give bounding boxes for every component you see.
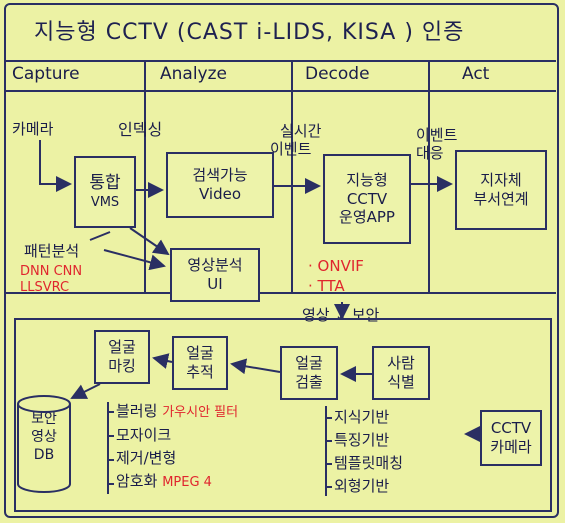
face-masking-line2: 마킹: [108, 357, 136, 375]
face-tracking-box: 얼굴 추적: [172, 336, 228, 390]
event-response-line2: 대응: [416, 144, 444, 162]
intelligent-app-line1: 지능형: [346, 170, 388, 189]
video-analysis-ui-line1: 영상분석: [187, 256, 243, 275]
realtime-event-line2: 이벤트: [270, 140, 312, 158]
intelligent-app-line3: 운영APP: [339, 208, 395, 227]
stage-decode: Decode: [305, 64, 370, 84]
person-identification-box: 사람 식별: [372, 346, 430, 400]
outer-frame: [4, 3, 559, 518]
cctv-camera-line2: 카메라: [490, 438, 532, 456]
local-gov-line1: 지자체: [480, 171, 522, 190]
face-detection-box: 얼굴 검출: [280, 346, 338, 400]
integrated-vms-box: 통합 VMS: [74, 156, 136, 228]
secure-db-line1: 보안: [31, 411, 57, 427]
cctv-camera-box: CCTV 카메라: [480, 410, 542, 466]
header-bottom-line: [6, 90, 556, 92]
diagram-title: 지능형 CCTV (CAST i-LIDS, KISA ) 인증: [34, 20, 465, 45]
top-section-divider: [6, 292, 556, 294]
intelligent-app-box: 지능형 CCTV 운영APP: [323, 154, 411, 244]
face-masking-box: 얼굴 마킹: [94, 330, 150, 384]
realtime-event-line1: 실시간: [280, 122, 322, 140]
algorithm-llsvrc: LLSVRC: [20, 279, 70, 295]
technique-item: 외형기반: [334, 477, 390, 495]
stage-divider-2: [291, 60, 293, 292]
face-tracking-line2: 추적: [186, 363, 214, 381]
technique-item: 특징기반: [334, 431, 390, 449]
technique-item: 지식기반: [334, 408, 390, 426]
detection-techniques-list: 지식기반 특징기반 템플릿매칭 외형기반: [334, 406, 403, 498]
secure-db-line3: DB: [33, 447, 55, 464]
integrated-vms-line1: 통합: [89, 173, 121, 194]
face-detection-line2: 검출: [295, 373, 323, 391]
algorithms-label: DNN CNN LLSVRC: [20, 264, 82, 295]
integrated-vms-line2: VMS: [90, 194, 120, 210]
method-name: 모자이크: [116, 426, 172, 444]
stage-act: Act: [462, 64, 490, 84]
face-tracking-line1: 얼굴: [186, 344, 214, 363]
bottom-section-frame: [14, 318, 552, 512]
masking-methods-list: 블러링 가우시안 필터 모자이크 제거/변형 암호화 MPEG 4: [116, 400, 238, 494]
camera-label: 카메라: [12, 120, 54, 138]
method-item: 제거/변형: [116, 447, 238, 470]
searchable-video-line2: Video: [198, 185, 242, 203]
method-name: 블러링: [116, 402, 158, 420]
person-identification-line2: 식별: [387, 373, 415, 391]
event-response-line1: 이벤트: [416, 126, 458, 144]
stage-capture: Capture: [12, 64, 80, 84]
realtime-event-label: 실시간 이벤트: [270, 122, 321, 158]
local-gov-line2: 부서연계: [473, 190, 529, 208]
searchable-video-box: 검색가능 Video: [166, 152, 274, 218]
pattern-analysis-label: 패턴분석: [24, 242, 80, 260]
secure-db-line2: 영상: [31, 429, 57, 446]
technique-item: 템플릿매칭: [334, 454, 404, 472]
method-note: 가우시안 필터: [162, 405, 239, 420]
intelligent-app-line2: CCTV: [346, 189, 388, 208]
indexing-label: 인덱싱: [118, 120, 163, 139]
method-note: MPEG 4: [162, 475, 212, 490]
person-identification-line1: 사람: [387, 354, 415, 373]
stage-divider-3: [428, 60, 430, 292]
local-gov-box: 지자체 부서연계: [455, 150, 547, 230]
video-analysis-ui-line2: UI: [207, 275, 223, 293]
face-masking-line1: 얼굴: [108, 338, 136, 357]
method-item: 암호화 MPEG 4: [116, 470, 238, 494]
standard-tta: · TTA: [308, 277, 345, 296]
video-analysis-ui-box: 영상분석 UI: [170, 248, 260, 302]
algorithm-dnn-cnn: DNN CNN: [20, 264, 83, 279]
standards-label: · ONVIF · TTA: [308, 256, 364, 297]
method-item: 모자이크: [116, 424, 238, 447]
method-name: 암호화: [116, 472, 158, 490]
method-name: 제거/변형: [116, 449, 177, 467]
standard-onvif: · ONVIF: [308, 257, 364, 275]
method-item: 블러링 가우시안 필터: [116, 400, 238, 424]
searchable-video-line1: 검색가능: [192, 166, 248, 185]
event-response-label: 이벤트 대응: [416, 126, 457, 162]
header-top-line: [6, 60, 556, 62]
face-detection-line1: 얼굴: [295, 354, 323, 373]
cctv-camera-line1: CCTV: [490, 419, 532, 438]
stage-divider-1: [144, 60, 146, 292]
stage-analyze: Analyze: [160, 64, 227, 84]
secure-db-label: 보안 영상 DB: [18, 410, 70, 465]
